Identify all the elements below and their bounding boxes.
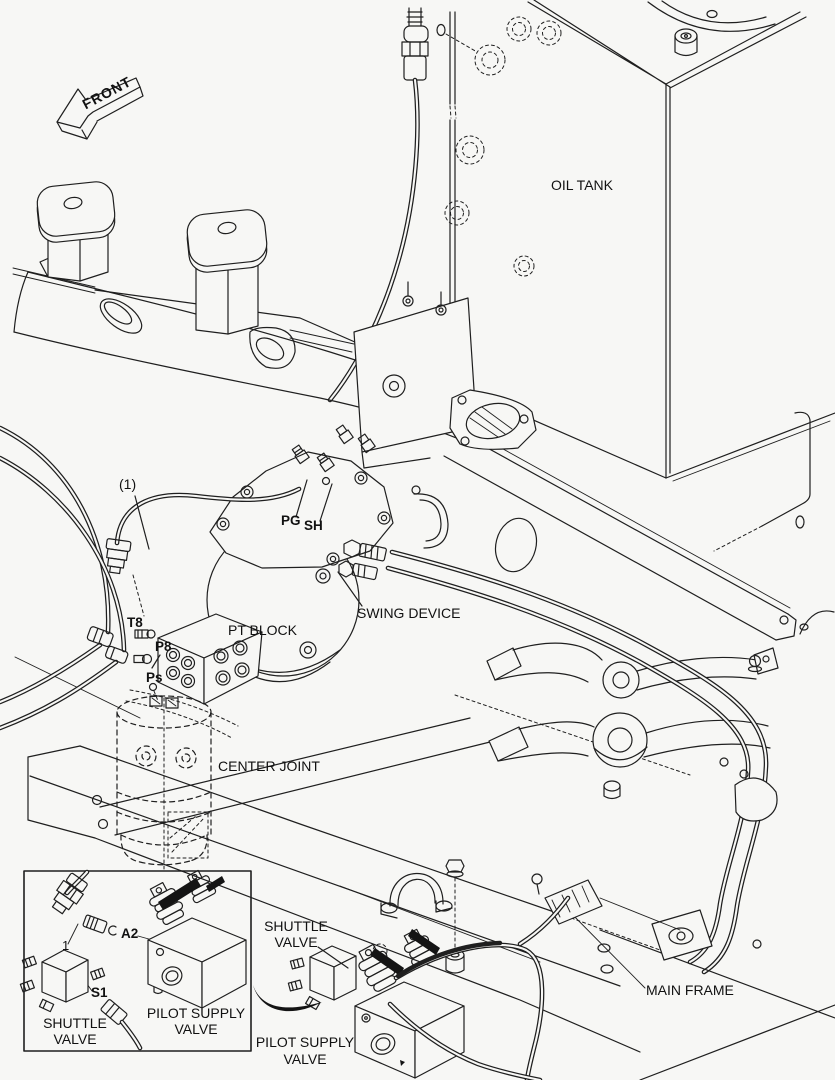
port-t8-label: T8 bbox=[127, 615, 143, 630]
bolt-and-spacer bbox=[445, 859, 465, 974]
oil-tank bbox=[527, 0, 835, 482]
mount-bracket bbox=[289, 281, 477, 469]
inset-pilot-supply-valve-label-line2: VALVE bbox=[174, 1021, 218, 1037]
inset-item-1-label: 1 bbox=[62, 938, 70, 953]
pilot-supply-valve-main bbox=[287, 895, 571, 1080]
pilot-supply-valve-label-line1: PILOT SUPPLY bbox=[255, 1034, 355, 1050]
bottom-frame bbox=[27, 745, 835, 1080]
pilot-supply-valve-label-line2: VALVE bbox=[283, 1051, 327, 1067]
pt-block bbox=[133, 613, 263, 705]
inset-s1-label: S1 bbox=[91, 985, 108, 1000]
grommet-ports bbox=[444, 16, 562, 277]
center-joint-label: CENTER JOINT bbox=[218, 758, 320, 774]
inset-pilot-supply-valve-label-line1: PILOT SUPPLY bbox=[146, 1005, 246, 1021]
oil-tank-label: OIL TANK bbox=[551, 177, 613, 193]
u-clamp bbox=[380, 872, 453, 919]
callout-arrow bbox=[253, 985, 322, 1012]
main-frame-label: MAIN FRAME bbox=[646, 982, 734, 998]
port-ps-label: Ps bbox=[146, 670, 163, 685]
front-direction-arrow bbox=[56, 77, 144, 140]
pt-block-label: PT BLOCK bbox=[228, 622, 297, 638]
center-joint bbox=[116, 689, 239, 873]
cross-member bbox=[12, 253, 667, 479]
swing-bracket-plates bbox=[486, 642, 779, 800]
leader-lines bbox=[134, 479, 363, 969]
engine-mounts bbox=[36, 181, 268, 335]
hose-bracket bbox=[531, 873, 681, 931]
swing-device-label: SWING DEVICE bbox=[357, 605, 461, 621]
hoses-left bbox=[0, 425, 302, 731]
pipe-flange bbox=[449, 389, 537, 450]
swing-device bbox=[206, 424, 394, 683]
main-frame-rails bbox=[14, 411, 835, 836]
deck-hole bbox=[494, 517, 538, 573]
port-pg-label: PG bbox=[281, 513, 301, 528]
shuttle-valve-label-line1: SHUTTLE bbox=[264, 918, 328, 934]
shuttle-valve-label-line2: VALVE bbox=[274, 934, 318, 950]
inset-shuttle-valve-label-line2: VALVE bbox=[53, 1031, 97, 1047]
inset-a2-label: A2 bbox=[121, 926, 139, 941]
inset-detail-box bbox=[19, 869, 252, 1052]
pilot-hoses-right bbox=[385, 485, 778, 975]
ref-1-label: (1) bbox=[119, 476, 137, 492]
inset-shuttle-valve-label-line1: SHUTTLE bbox=[43, 1015, 107, 1031]
port-p8-label: P8 bbox=[155, 639, 172, 654]
port-sh-label: SH bbox=[304, 518, 323, 533]
